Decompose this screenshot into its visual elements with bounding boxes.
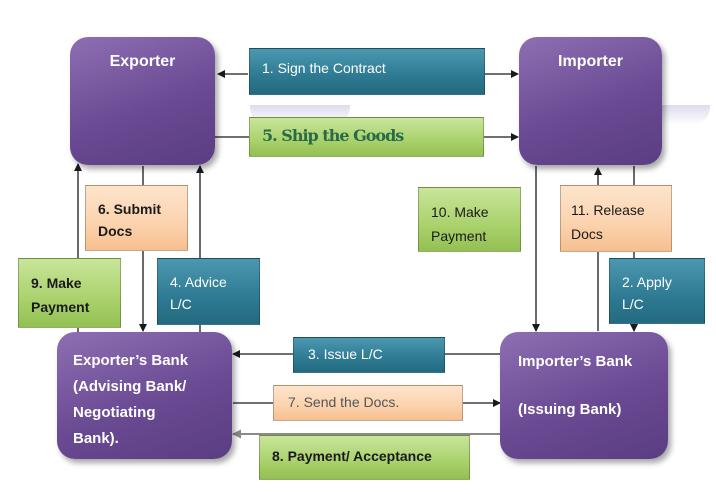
step-9-line1: 9. Make (31, 275, 82, 291)
exporter-node: Exporter (70, 37, 215, 165)
step-5-label: 5. Ship the Goods (249, 117, 484, 157)
importers-bank-line3: (Issuing Bank) (518, 401, 622, 418)
step-3-text: 3. Issue L/C (308, 346, 383, 362)
step-7-text: 7. Send the Docs. (288, 394, 400, 410)
exporters-bank-line3: Negotiating (73, 404, 156, 421)
exporters-bank-line1: Exporter’s Bank (73, 352, 189, 369)
step-1-text: 1. Sign the Contract (262, 60, 386, 76)
step-6-label: 6. Submit Docs (85, 185, 188, 251)
exporters-bank-line2: (Advising Bank/ (73, 378, 187, 395)
step-3-label: 3. Issue L/C (293, 337, 445, 373)
step-5-text: 5. Ship the Goods (262, 126, 404, 145)
step-6-line2: Docs (98, 223, 133, 239)
step-2-line2: L/C (622, 296, 644, 312)
importer-label: Importer (558, 53, 623, 70)
step-7-label: 7. Send the Docs. (273, 385, 463, 421)
step-10-line1: 10. Make (431, 204, 489, 220)
step-8-text: 8. Payment/ Acceptance (272, 448, 432, 464)
importers-bank-node: Importer’s Bank (Issuing Bank) (500, 332, 668, 459)
importers-bank-line2 (518, 374, 668, 398)
step-10-line2: Payment (431, 228, 487, 244)
step-6-line1: 6. Submit (98, 201, 162, 217)
exporters-bank-line4: Bank). (73, 430, 119, 447)
step-9-label: 9. Make Payment (18, 258, 121, 328)
step-11-line1: 11. Release (571, 202, 645, 218)
step-4-line1: 4. Advice (170, 274, 227, 290)
step-10-label: 10. Make Payment (418, 187, 521, 252)
step-9-line2: Payment (31, 299, 90, 315)
importers-bank-line1: Importer’s Bank (518, 353, 633, 370)
step-8-label: 8. Payment/ Acceptance (259, 435, 470, 480)
step-11-line2: Docs (571, 226, 603, 242)
step-4-line2: L/C (170, 296, 192, 312)
step-2-line1: 2. Apply (622, 274, 672, 290)
exporters-bank-node: Exporter’s Bank (Advising Bank/ Negotiat… (57, 332, 232, 459)
step-1-label: 1. Sign the Contract (249, 48, 485, 95)
step-2-label: 2. Apply L/C (609, 258, 705, 324)
step-4-label: 4. Advice L/C (157, 258, 260, 325)
importer-node: Importer (519, 37, 662, 165)
step-11-label: 11. Release Docs (560, 185, 672, 252)
exporter-label: Exporter (109, 53, 176, 70)
